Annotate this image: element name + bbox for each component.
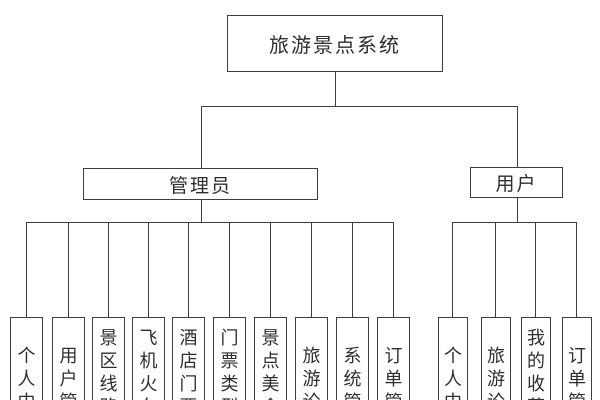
connector-line xyxy=(201,106,518,107)
leaf-my-favorites: 我 的 收 藏 xyxy=(521,317,551,400)
connector-line xyxy=(188,222,189,317)
connector-line xyxy=(517,198,518,222)
leaf-system-management: 系 统 管 xyxy=(336,317,369,400)
connector-line xyxy=(201,106,202,168)
connector-line xyxy=(393,222,394,317)
leaf-hotel-ticket: 酒 店 门 票 xyxy=(172,317,205,400)
connector-line xyxy=(335,72,336,106)
node-admin: 管理员 xyxy=(83,168,318,200)
connector-line xyxy=(311,222,312,317)
connector-line xyxy=(517,106,518,167)
leaf-personal-center: 个 人 中 xyxy=(10,317,43,400)
leaf-travel-forum: 旅 游 论 xyxy=(295,317,328,400)
leaf-ticket-type: 门 票 类 型 xyxy=(213,317,246,400)
connector-line xyxy=(352,222,353,317)
leaf-scenic-route: 景 区 线 路 xyxy=(92,317,125,400)
connector-line xyxy=(495,222,496,317)
leaf-travel-forum: 旅 游 论 xyxy=(481,317,511,400)
connector-line xyxy=(26,222,27,317)
leaf-flight-train: 飞 机 火 车 xyxy=(132,317,165,400)
connector-line xyxy=(270,222,271,317)
connector-line xyxy=(452,222,453,317)
connector-line xyxy=(576,222,577,317)
connector-line xyxy=(26,222,394,223)
connector-line xyxy=(148,222,149,317)
leaf-user-management: 用 户 管 xyxy=(52,317,85,400)
connector-line xyxy=(201,200,202,222)
connector-line xyxy=(229,222,230,317)
leaf-personal-center: 个 人 中 xyxy=(438,317,468,400)
node-root-system: 旅游景点系统 xyxy=(227,15,443,72)
connector-line xyxy=(108,222,109,317)
leaf-order-management: 订 单 管 xyxy=(377,317,410,400)
leaf-attraction-food: 景 点 美 食 xyxy=(254,317,287,400)
leaf-order-management: 订 单 管 xyxy=(562,317,592,400)
connector-line xyxy=(535,222,536,317)
connector-line xyxy=(68,222,69,317)
node-user: 用户 xyxy=(470,167,563,198)
connector-line xyxy=(452,222,577,223)
